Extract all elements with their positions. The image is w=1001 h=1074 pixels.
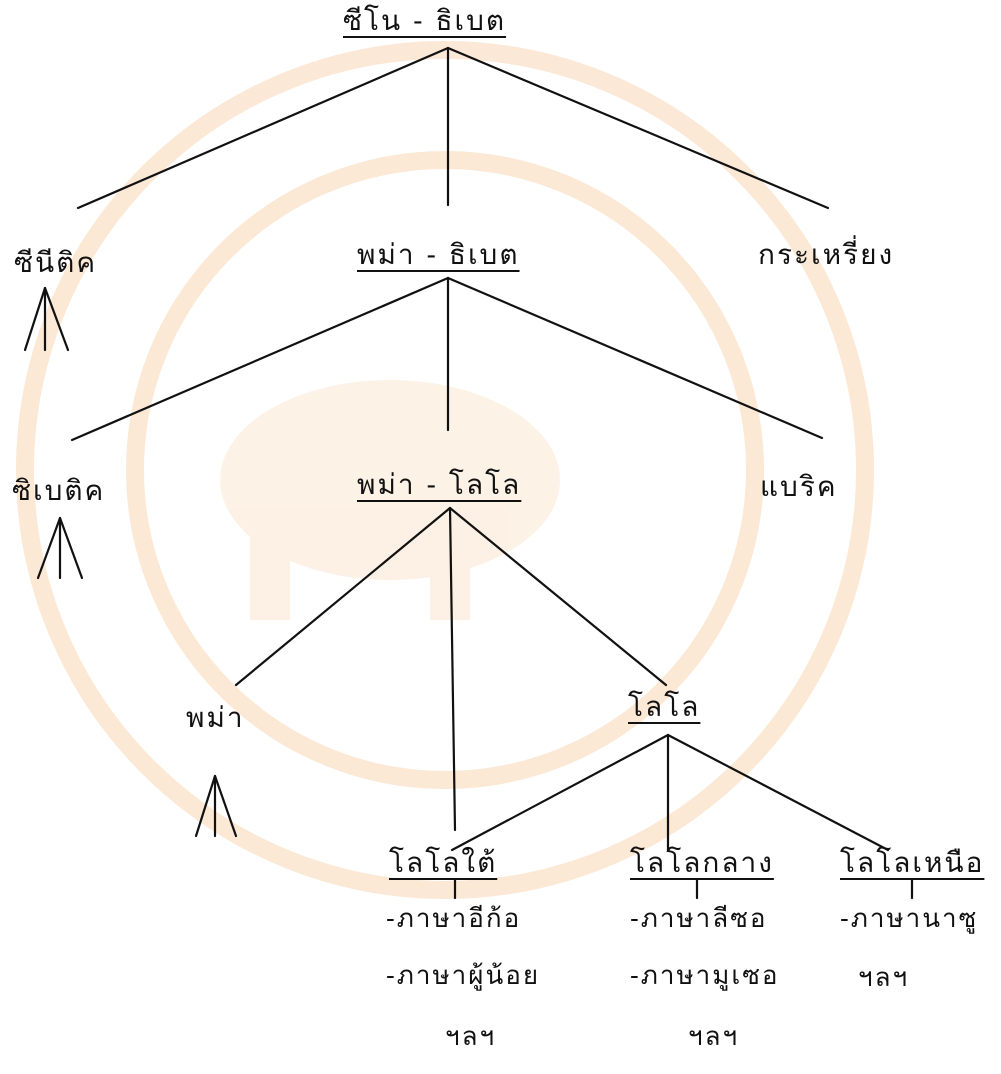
language-item: -ภาษามูเซอ — [630, 960, 780, 992]
fan-tibetic — [60, 518, 82, 578]
edge-root-left — [78, 48, 448, 208]
edge-bl-center — [450, 508, 455, 830]
edge-bl-left — [236, 508, 450, 685]
fan-tibetic — [38, 518, 60, 578]
etc-label: ฯลฯ — [445, 1021, 496, 1053]
node-burmese-lolo: พม่า - โลโล — [357, 468, 521, 502]
etc-label: ฯลฯ — [688, 1021, 739, 1053]
fan-burmese — [215, 776, 236, 836]
edge-bl-right — [450, 508, 666, 685]
edge-bt-right — [448, 278, 822, 438]
etc-label: ฯลฯ — [858, 962, 909, 994]
edge-root-right — [448, 48, 828, 208]
node-lolo-south: โลโลใต้ — [389, 846, 497, 880]
edge-lolo-south — [452, 735, 668, 850]
fan-sinitic — [25, 288, 45, 350]
node-lolo: โลโล — [628, 690, 700, 724]
language-item: -ภาษาลีซอ — [630, 903, 767, 935]
root-node: ซีโน - ธิเบต — [343, 4, 506, 38]
edge-lolo-north — [668, 735, 888, 850]
node-karen: กระเหรี่ยง — [758, 238, 894, 272]
node-baric: แบริค — [760, 470, 838, 504]
language-item: -ภาษานาซู — [840, 903, 978, 935]
node-lolo-north: โลโลเหนือ — [840, 846, 984, 880]
node-sinitic: ซีนีติค — [14, 246, 97, 280]
fan-sinitic — [45, 288, 68, 350]
node-tibetic: ซิเบติค — [12, 474, 105, 508]
node-burmese: พม่า — [186, 701, 245, 735]
edge-bt-left — [72, 278, 448, 440]
node-lolo-central: โลโลกลาง — [630, 846, 774, 880]
language-item: -ภาษาอีก้อ — [386, 903, 521, 935]
node-burmese-tibetan: พม่า - ธิเบต — [357, 238, 520, 272]
fan-burmese — [196, 776, 215, 836]
language-item: -ภาษาผู้น้อย — [386, 960, 540, 992]
